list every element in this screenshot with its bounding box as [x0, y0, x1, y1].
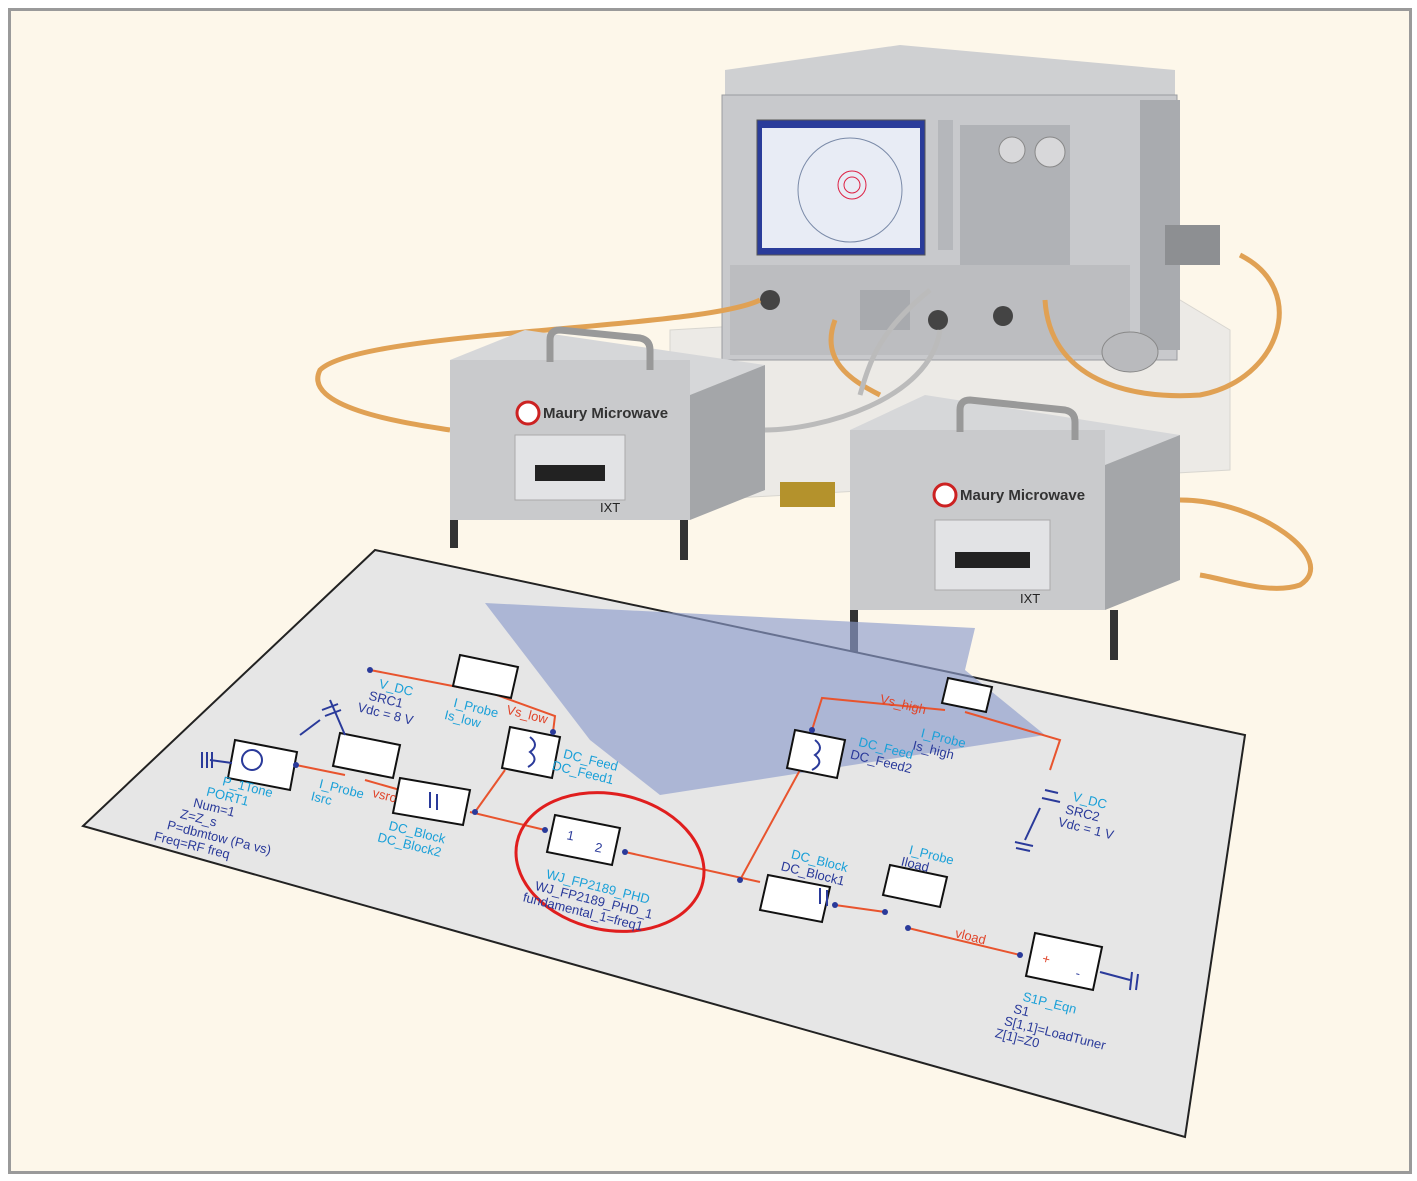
dc-block1	[758, 873, 832, 924]
probe-iload	[881, 863, 949, 909]
component-details	[201, 699, 1139, 991]
tuner-brand-left: Maury Microwave	[543, 405, 668, 422]
probe-load-inst: Iload	[900, 854, 931, 875]
tuner-sub-right: IXT	[1020, 591, 1040, 606]
dut-pin2: 2	[594, 840, 604, 856]
rf-cables	[315, 252, 1314, 591]
mouse	[1101, 331, 1159, 373]
wires	[295, 669, 1062, 956]
bias-tee-box	[1165, 225, 1220, 265]
load-plus: +	[1041, 951, 1052, 967]
load-minus: -	[1074, 965, 1082, 981]
dut-fixture	[780, 482, 835, 507]
source-icon	[241, 749, 263, 771]
dut-symbol	[545, 813, 622, 867]
load-inst: S1	[1012, 1001, 1031, 1019]
probe-src-inst: Isrc	[310, 788, 334, 808]
projection-arrow	[485, 603, 1045, 795]
dut-pin1: 1	[565, 827, 575, 843]
maury-logo-icon	[932, 482, 958, 508]
net-vsrc: vsrc	[371, 785, 398, 805]
dut-highlight-circle	[514, 791, 706, 933]
probe-isrc	[331, 731, 402, 780]
tuner-right: Maury Microwave IXT	[850, 395, 1180, 660]
dc-block2	[391, 776, 472, 827]
tuner-sub-left: IXT	[600, 500, 620, 515]
tuner-left: Maury Microwave IXT	[450, 326, 765, 560]
tuner-brand-right: Maury Microwave	[960, 487, 1085, 504]
nodes	[293, 667, 1023, 958]
probe-is-high	[940, 676, 994, 714]
network-analyzer	[721, 45, 1180, 361]
maury-logo-icon	[515, 400, 541, 426]
s1p-eqn-box	[1024, 931, 1104, 992]
probe-is-low	[451, 653, 520, 700]
net-vload: vload	[954, 925, 988, 947]
